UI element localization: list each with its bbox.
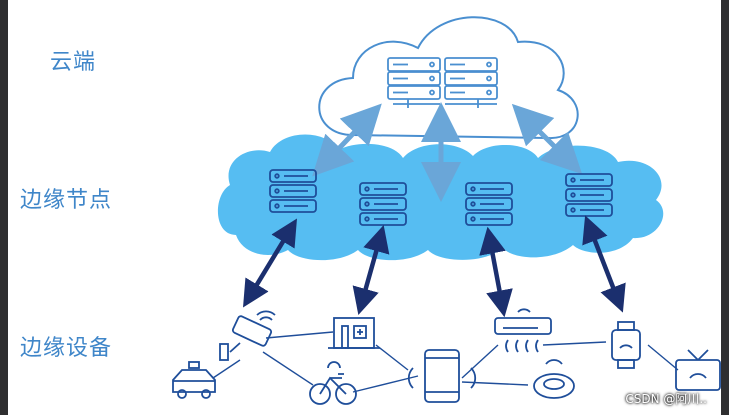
diagram-canvas: 云端 边缘节点 边缘设备 [8,0,721,415]
cloud-server-rack-left [387,57,441,108]
edge-node-server-1 [269,169,317,213]
edge-device-arrows [243,215,626,318]
tier-label-edge-devices: 边缘设备 [20,336,113,361]
architecture-diagram [172,16,721,405]
arrow-cloud-edge-3 [511,103,583,175]
taxi-icon [172,361,216,399]
arrow-edge-device-3 [479,226,513,318]
cloud-tier-outline [318,16,579,140]
device-links [212,331,679,393]
security-camera-icon [219,310,276,361]
edge-node-server-4 [565,173,613,217]
smartwatch-icon [611,321,641,369]
robot-vacuum-icon [533,359,575,399]
smart-building-icon [328,317,380,349]
arrow-edge-device-4 [582,215,626,313]
tier-label-edge-nodes: 边缘节点 [20,188,113,213]
smartphone-icon [407,349,477,403]
tier-label-cloud: 云端 [50,50,97,75]
arrow-edge-device-2 [352,225,390,315]
arrow-cloud-edge-1 [312,103,382,177]
air-conditioner-icon [494,308,552,353]
edge-node-server-2 [359,182,407,226]
cloud-server-rack-right [444,57,498,108]
smart-tv-icon [675,349,721,391]
cloud-edge-arrows [312,102,583,202]
arrow-edge-device-1 [243,218,297,308]
edge-node-server-3 [465,182,513,226]
bicycle-icon [309,361,357,405]
watermark: CSDN @阿川.. [625,392,707,406]
